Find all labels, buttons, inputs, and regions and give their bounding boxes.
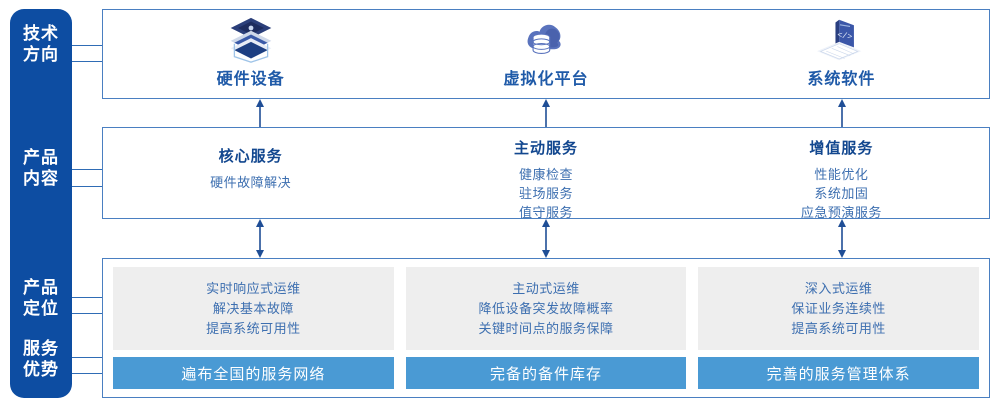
rail-item-product-content: 产品 内容	[10, 147, 72, 189]
connector-line	[72, 357, 103, 358]
rail-item-product-positioning: 产品 定位	[10, 277, 72, 319]
positioning-box: 深入式运维 保证业务连续性 提高系统可用性	[698, 267, 980, 350]
advantage-bar[interactable]: 完善的服务管理体系	[698, 357, 980, 389]
rail-label-line1: 技术	[23, 24, 59, 43]
content-item: 值守服务	[518, 205, 573, 220]
arrow-double-value-added-service	[838, 219, 846, 258]
connector-line	[72, 169, 103, 170]
bottom-column-realtime[interactable]: 实时响应式运维 解决基本故障 提高系统可用性 遍布全国的服务网络	[113, 267, 394, 389]
bottom-column-proactive[interactable]: 主动式运维 降低设备突发故障概率 关键时间点的服务保障 完备的备件库存	[405, 267, 687, 389]
positioning-line: 实时响应式运维	[206, 280, 301, 296]
arrow-double-core-service	[256, 219, 264, 258]
connector-line	[72, 186, 103, 187]
content-item: 健康检查	[518, 167, 573, 182]
positioning-line: 提高系统可用性	[791, 320, 886, 336]
content-column-value-added-service[interactable]: 增值服务 性能优化 系统加固 应急预演服务	[694, 128, 989, 220]
rail-label-line1: 服务	[23, 339, 59, 358]
content-item: 性能优化	[814, 167, 869, 182]
tech-label: 系统软件	[807, 71, 876, 88]
category-rail	[10, 9, 72, 398]
laptop-code-icon: </>	[817, 19, 862, 61]
tech-label: 虚拟化平台	[503, 71, 589, 88]
arrow-up-system-software	[838, 99, 846, 127]
arrow-up-hardware	[256, 99, 264, 127]
svg-text:</>: </>	[837, 30, 853, 42]
connector-line	[72, 297, 103, 298]
positioning-line: 降低设备突发故障概率	[478, 300, 614, 316]
positioning-line: 关键时间点的服务保障	[478, 320, 614, 336]
content-title: 主动服务	[513, 140, 578, 157]
positioning-line: 深入式运维	[804, 280, 873, 296]
rail-label-line2: 内容	[23, 169, 59, 188]
rail-item-tech-direction: 技术 方向	[10, 23, 72, 65]
cloud-database-icon	[527, 24, 561, 55]
arrow-double-proactive-service	[542, 219, 550, 258]
tech-column-system-software[interactable]: </> 系统软件	[694, 10, 989, 98]
content-title: 核心服务	[218, 147, 283, 165]
positioning-box: 实时响应式运维 解决基本故障 提高系统可用性	[113, 267, 394, 350]
positioning-line: 解决基本故障	[212, 300, 294, 316]
arrow-up-virtualization	[542, 99, 550, 127]
connector-line	[72, 313, 103, 314]
rail-item-service-advantage: 服务 优势	[10, 338, 72, 380]
server-stack-icon	[230, 17, 271, 63]
tech-direction-panel: 硬件设备 虚拟化平台 </>	[102, 9, 990, 99]
advantage-bar[interactable]: 遍布全国的服务网络	[113, 357, 394, 389]
positioning-line: 保证业务连续性	[791, 300, 886, 316]
positioning-line: 主动式运维	[512, 280, 580, 296]
connector-line	[72, 61, 103, 62]
product-content-panel: 核心服务 硬件故障解决 主动服务 健康检查 驻场服务 值守服务 增值服务 性能优…	[102, 127, 990, 220]
tech-column-hardware[interactable]: 硬件设备	[103, 10, 398, 98]
rail-label-line2: 定位	[23, 299, 59, 318]
content-column-proactive-service[interactable]: 主动服务 健康检查 驻场服务 值守服务	[398, 128, 693, 220]
content-item: 系统加固	[814, 186, 869, 201]
rail-label-line1: 产品	[23, 148, 59, 167]
positioning-line: 提高系统可用性	[206, 320, 301, 336]
content-item: 硬件故障解决	[210, 174, 292, 190]
positioning-box: 主动式运维 降低设备突发故障概率 关键时间点的服务保障	[405, 267, 687, 350]
rail-label-line2: 优势	[23, 360, 59, 379]
tech-column-virtualization[interactable]: 虚拟化平台	[398, 10, 693, 98]
rail-label-line1: 产品	[23, 278, 59, 297]
content-column-core-service[interactable]: 核心服务 硬件故障解决	[103, 128, 398, 218]
connector-line	[72, 45, 103, 46]
connector-line	[72, 373, 103, 374]
content-title: 增值服务	[809, 140, 874, 157]
advantage-bar[interactable]: 完备的备件库存	[405, 357, 687, 389]
tech-label: 硬件设备	[216, 71, 285, 88]
content-item: 应急预演服务	[800, 205, 882, 220]
bottom-column-deep[interactable]: 深入式运维 保证业务连续性 提高系统可用性 完善的服务管理体系	[698, 267, 980, 389]
content-item: 驻场服务	[518, 186, 573, 201]
positioning-advantage-panel: 实时响应式运维 解决基本故障 提高系统可用性 遍布全国的服务网络 主动式运维 降…	[102, 258, 990, 398]
rail-label-line2: 方向	[23, 45, 59, 64]
